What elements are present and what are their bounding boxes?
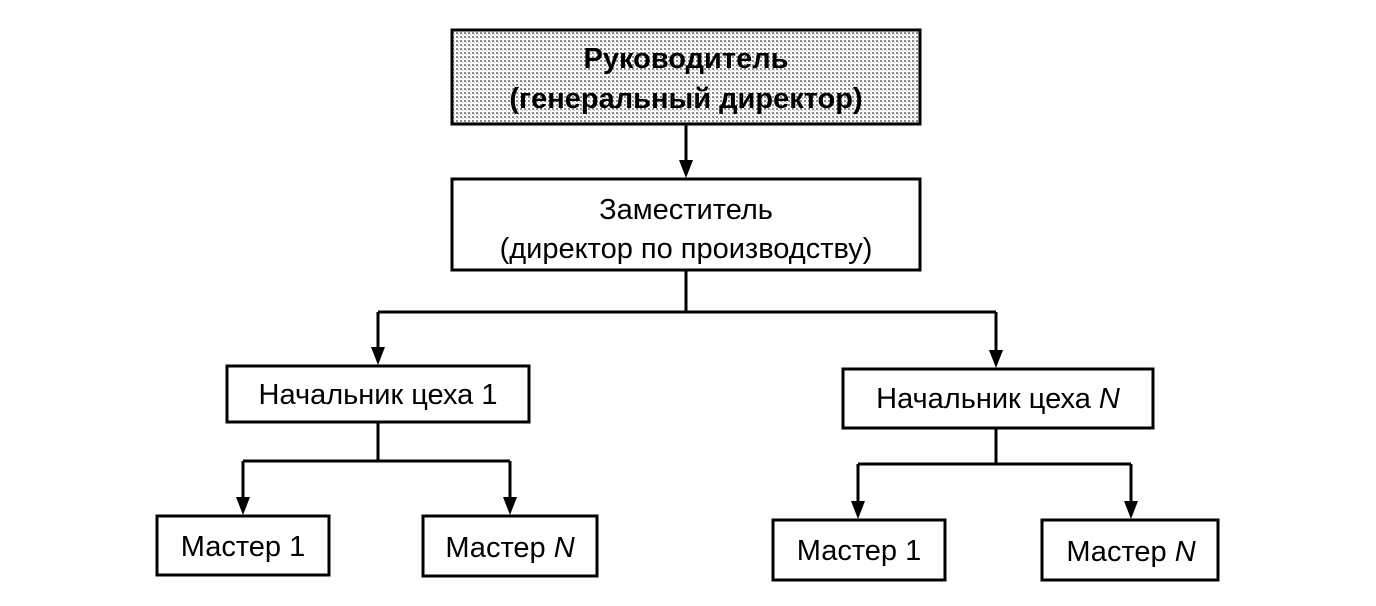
arrow-to-master-1-right — [851, 501, 865, 519]
arrow-to-master-1-left — [236, 497, 250, 515]
node-master-n-left-label-group: Мастер N — [445, 532, 574, 564]
node-master-1-left-label: Мастер 1 — [181, 531, 306, 563]
node-shop-head-n-label-group: Начальник цеха N — [876, 383, 1120, 415]
node-shop-head-n: Начальник цеха N — [841, 367, 1155, 430]
node-deputy-box — [450, 177, 922, 272]
arrow-head-to-deputy — [679, 160, 693, 178]
node-master-1-right-label: Мастер 1 — [797, 535, 922, 567]
arrow-to-master-n-right — [1124, 501, 1138, 519]
node-master-1-right: Мастер 1 — [771, 518, 947, 582]
node-master-1-right-box — [771, 518, 947, 582]
node-shop-head-n-box — [841, 367, 1155, 430]
node-shop-head-n-label: Начальник цеха — [876, 383, 1099, 415]
node-head-subtitle: (генеральный директор) — [509, 83, 862, 115]
node-deputy-subtitle: (директор по производству) — [500, 233, 873, 265]
node-master-n-left-box — [421, 514, 599, 578]
node-master-n-left: Мастер N — [421, 514, 599, 578]
node-shop-head-1-box — [225, 364, 531, 424]
node-deputy-title: Заместитель — [599, 194, 773, 226]
node-master-n-right-label-group: Мастер N — [1066, 536, 1195, 568]
node-master-n-right-label: Мастер — [1066, 536, 1174, 568]
node-master-1-left: Мастер 1 — [155, 514, 331, 577]
node-master-n-right-box — [1040, 518, 1220, 582]
node-shop-head-n-suffix: N — [1099, 383, 1120, 415]
arrow-to-master-n-left — [503, 497, 517, 515]
node-master-n-left-suffix: N — [554, 532, 575, 564]
connectors — [236, 124, 1138, 519]
arrow-to-shop-head-1 — [371, 347, 385, 365]
node-master-n-right-suffix: N — [1175, 536, 1196, 568]
node-shop-head-1-label: Начальник цеха 1 — [259, 379, 498, 411]
node-master-n-right: Мастер N — [1040, 518, 1220, 582]
node-master-n-left-label: Мастер — [445, 532, 553, 564]
node-shop-head-1: Начальник цеха 1 — [225, 364, 531, 424]
node-master-1-left-box — [155, 514, 331, 577]
node-head-box — [450, 28, 922, 126]
node-head-title: Руководитель — [584, 43, 789, 75]
node-deputy: Заместитель (директор по производству) — [450, 177, 922, 272]
arrow-to-shop-head-n — [989, 350, 1003, 368]
node-head: Руководитель (генеральный директор) — [450, 28, 922, 126]
